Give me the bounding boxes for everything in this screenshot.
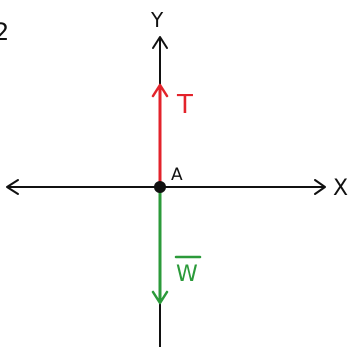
y-axis-label: Y — [150, 8, 164, 32]
x-axis-left-arrowhead — [6, 179, 19, 195]
x-axis-label: X — [333, 176, 348, 201]
vector-down-arrowhead — [151, 290, 169, 305]
x-axis-right-arrowhead — [314, 179, 326, 195]
point-a-dot — [154, 181, 166, 193]
vector-up-label: T — [176, 90, 193, 120]
vector-up — [151, 83, 169, 187]
point-a-label: A — [171, 165, 183, 185]
vector-up-arrowhead — [151, 83, 169, 98]
corner-mark: 2 — [0, 18, 9, 46]
vector-down — [151, 188, 169, 305]
y-axis-top-arrowhead — [152, 36, 168, 49]
vector-down-label: W — [176, 262, 198, 287]
